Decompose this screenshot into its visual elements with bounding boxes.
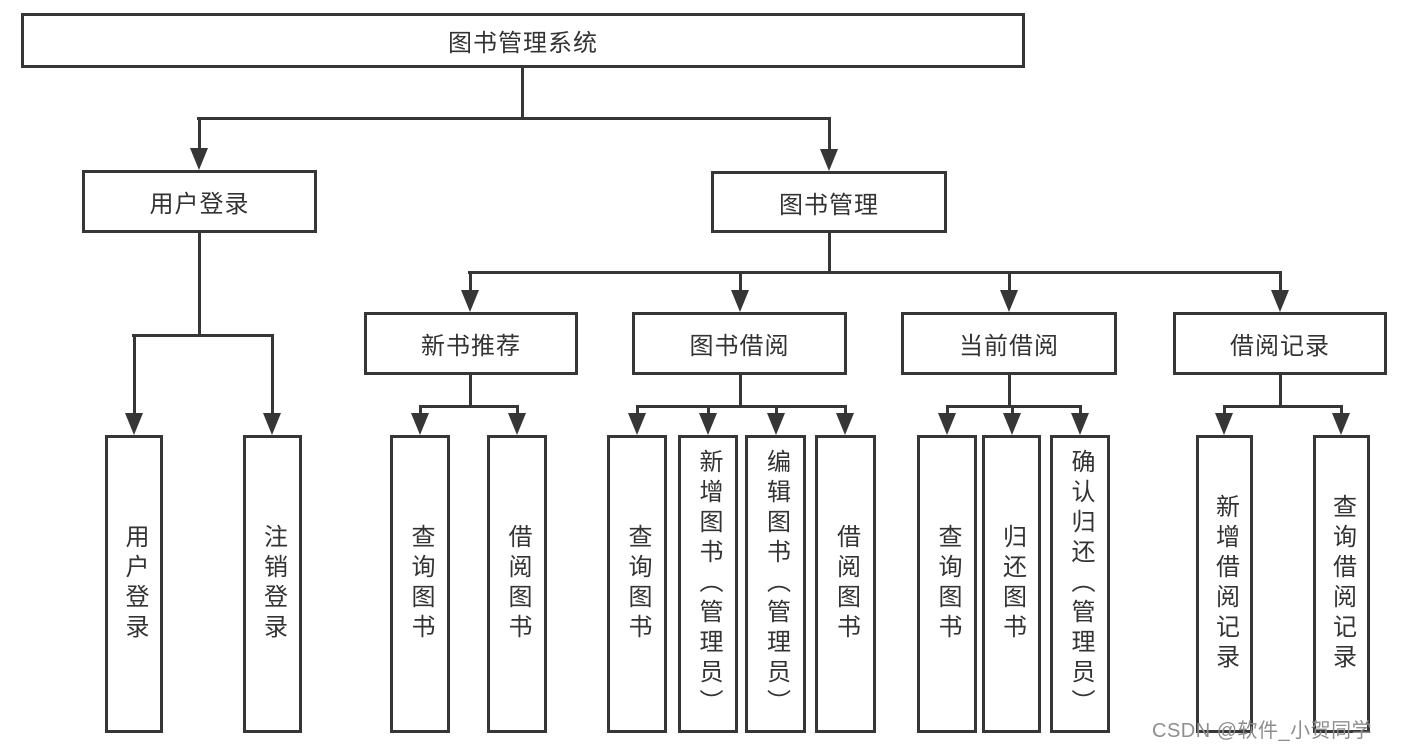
arrow-down-icon [1071, 413, 1089, 435]
connector-line [707, 405, 710, 415]
connector-line [1223, 405, 1343, 408]
arrow-down-icon [731, 290, 749, 312]
leaf-box-query-borrow-record: 查询借阅记录 [1313, 435, 1370, 733]
leaf-box-query-books-borrow: 查询图书 [607, 435, 667, 733]
leaf-box-query-books-current: 查询图书 [917, 435, 977, 733]
module-box-current-borrow: 当前借阅 [901, 312, 1117, 375]
connector-line [739, 271, 742, 293]
connector-line [469, 271, 472, 293]
branch-box-book-management: 图书管理 [711, 171, 947, 233]
leaf-box-logout: 注销登录 [243, 435, 302, 733]
branch-label-user-login: 用户登录 [149, 191, 250, 218]
module-box-new-book-recommend: 新书推荐 [364, 312, 578, 375]
connector-line [946, 405, 949, 415]
leaf-label: 编辑图书（管理员） [762, 449, 790, 719]
leaf-box-add-books-admin: 新增图书（管理员） [678, 435, 738, 733]
root-box: 图书管理系统 [21, 13, 1025, 68]
arrow-down-icon [1271, 290, 1289, 312]
leaf-box-confirm-return-admin: 确认归还（管理员） [1050, 435, 1110, 733]
connector-line [739, 373, 742, 407]
root-label: 图书管理系统 [448, 30, 598, 57]
connector-line [468, 271, 1282, 274]
connector-line [1011, 405, 1014, 415]
branch-box-user-login: 用户登录 [82, 170, 317, 233]
module-label-book-borrow: 图书借阅 [689, 333, 790, 360]
arrow-down-icon [125, 413, 143, 435]
connector-line [828, 117, 831, 150]
connector-line [1008, 373, 1011, 407]
leaf-label: 借阅图书 [504, 524, 531, 644]
connector-line [1223, 405, 1226, 415]
arrow-down-icon [628, 413, 646, 435]
connector-line [1340, 405, 1343, 415]
leaf-label: 用户登录 [121, 524, 148, 644]
connector-line [469, 373, 472, 407]
leaf-box-return-books: 归还图书 [982, 435, 1041, 733]
connector-line [844, 405, 847, 415]
leaf-box-edit-books-admin: 编辑图书（管理员） [745, 435, 806, 733]
module-label-borrow-records: 借阅记录 [1230, 333, 1330, 360]
connector-line [828, 230, 831, 274]
connector-line [636, 405, 639, 415]
leaf-box-add-borrow-record: 新增借阅记录 [1196, 435, 1253, 733]
connector-line [1279, 373, 1282, 407]
connector-line [132, 334, 274, 337]
leaf-box-borrow-books-recommend: 借阅图书 [487, 435, 547, 733]
leaf-box-borrow-books: 借阅图书 [815, 435, 876, 733]
arrow-down-icon [190, 148, 208, 170]
leaf-label: 查询图书 [934, 524, 961, 644]
leaf-label: 查询图书 [407, 524, 434, 644]
arrow-down-icon [263, 413, 281, 435]
arrow-down-icon [1215, 413, 1233, 435]
connector-line [271, 334, 274, 414]
leaf-box-query-books-recommend: 查询图书 [390, 435, 450, 733]
connector-line [419, 405, 422, 415]
leaf-box-user-login: 用户登录 [105, 435, 163, 733]
module-box-book-borrow: 图书借阅 [632, 312, 847, 375]
arrow-down-icon [1332, 413, 1350, 435]
arrow-down-icon [820, 149, 838, 171]
connector-line [133, 334, 136, 414]
connector-line [521, 66, 524, 119]
leaf-label: 归还图书 [998, 524, 1026, 644]
module-label-current-borrow: 当前借阅 [959, 333, 1059, 360]
arrow-down-icon [1003, 413, 1021, 435]
connector-line [1279, 271, 1282, 293]
leaf-label: 借阅图书 [832, 524, 860, 644]
arrow-down-icon [836, 413, 854, 435]
arrow-down-icon [508, 413, 526, 435]
arrow-down-icon [767, 413, 785, 435]
leaf-label: 查询借阅记录 [1328, 494, 1356, 674]
connector-line [419, 405, 519, 408]
watermark: CSDN @软件_小贺同学 [1152, 720, 1373, 742]
arrow-down-icon [938, 413, 956, 435]
connector-line [1079, 405, 1082, 415]
arrow-down-icon [461, 290, 479, 312]
connector-line [636, 405, 847, 408]
module-label-new-book-recommend: 新书推荐 [421, 333, 521, 360]
connector-line [516, 405, 519, 415]
leaf-label: 新增图书（管理员） [695, 449, 722, 719]
connector-line [1008, 271, 1011, 293]
leaf-label: 查询图书 [624, 524, 651, 644]
module-box-borrow-records: 借阅记录 [1173, 312, 1387, 375]
leaf-label: 注销登录 [259, 524, 287, 644]
connector-line [197, 117, 831, 120]
connector-line [946, 405, 1082, 408]
branch-label-book-management: 图书管理 [779, 191, 879, 219]
arrow-down-icon [1000, 290, 1018, 312]
arrow-down-icon [411, 413, 429, 435]
arrow-down-icon [699, 413, 717, 435]
connector-line [198, 230, 201, 336]
leaf-label: 确认归还（管理员） [1067, 449, 1094, 719]
connector-line [775, 405, 778, 415]
leaf-label: 新增借阅记录 [1211, 494, 1239, 674]
connector-line [198, 117, 201, 149]
